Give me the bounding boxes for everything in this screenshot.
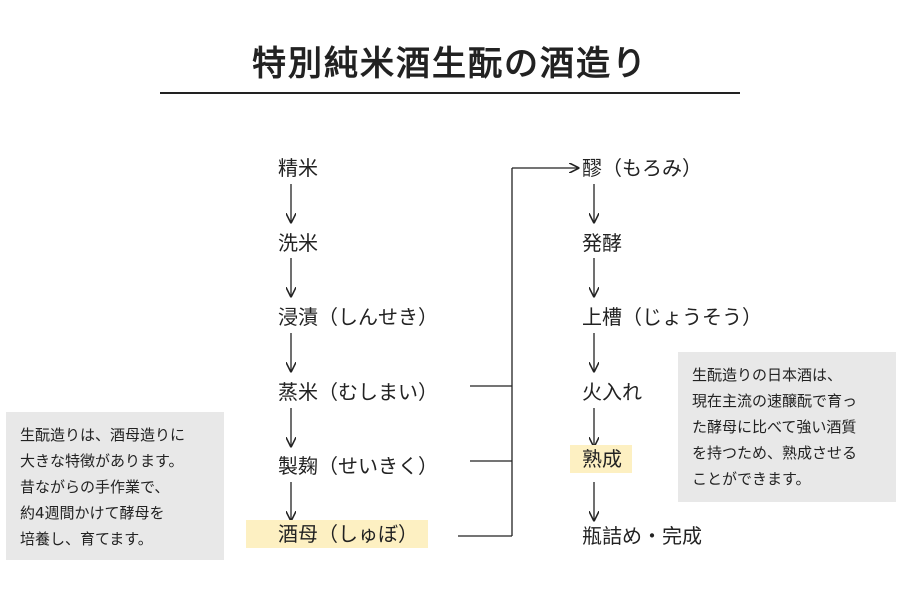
- note-line: 培養し、育てます。: [20, 530, 153, 548]
- note-jukusei: 生酛造りの日本酒は、 現在主流の速醸酛で育っ た酵母に比べて強い酒質 を持つため…: [678, 352, 896, 502]
- step-shubo: 酒母（しゅぼ）: [246, 520, 428, 548]
- note-line: ことができます。: [692, 470, 811, 488]
- note-line: 生酛造りの日本酒は、: [692, 366, 843, 384]
- note-line: 生酛造りは、酒母造りに: [20, 426, 186, 444]
- note-line: 大きな特徴があります。: [20, 452, 184, 470]
- note-shubo: 生酛造りは、酒母造りに 大きな特徴があります。 昔ながらの手作業で、 約4週間か…: [6, 412, 224, 560]
- note-line: た酵母に比べて強い酒質: [692, 418, 857, 436]
- step-seimai: 精米: [278, 156, 318, 180]
- step-mushimai: 蒸米（むしまい）: [278, 380, 438, 404]
- step-senmai: 洗米: [278, 231, 318, 255]
- step-shinseki: 浸漬（しんせき）: [278, 305, 438, 329]
- title-divider: [160, 92, 740, 94]
- step-hakko: 発酵: [582, 231, 622, 255]
- note-line: を持つため、熟成させる: [692, 444, 858, 462]
- step-shubo-label: 酒母（しゅぼ）: [246, 520, 428, 548]
- note-line: 約4週間かけて酵母を: [20, 504, 165, 522]
- step-binzume: 瓶詰め・完成: [582, 524, 702, 548]
- step-jukusei: 熟成: [570, 445, 632, 473]
- step-josou: 上槽（じょうそう）: [582, 305, 762, 329]
- step-hiire: 火入れ: [582, 380, 642, 404]
- note-line: 昔ながらの手作業で、: [20, 478, 170, 496]
- step-seikiku: 製麹（せいきく）: [278, 454, 438, 478]
- step-moromi: 醪（もろみ）: [582, 156, 702, 180]
- page-title: 特別純米酒生酛の酒造り: [252, 44, 648, 84]
- step-jukusei-label: 熟成: [570, 445, 632, 473]
- note-line: 現在主流の速醸酛で育っ: [692, 392, 858, 410]
